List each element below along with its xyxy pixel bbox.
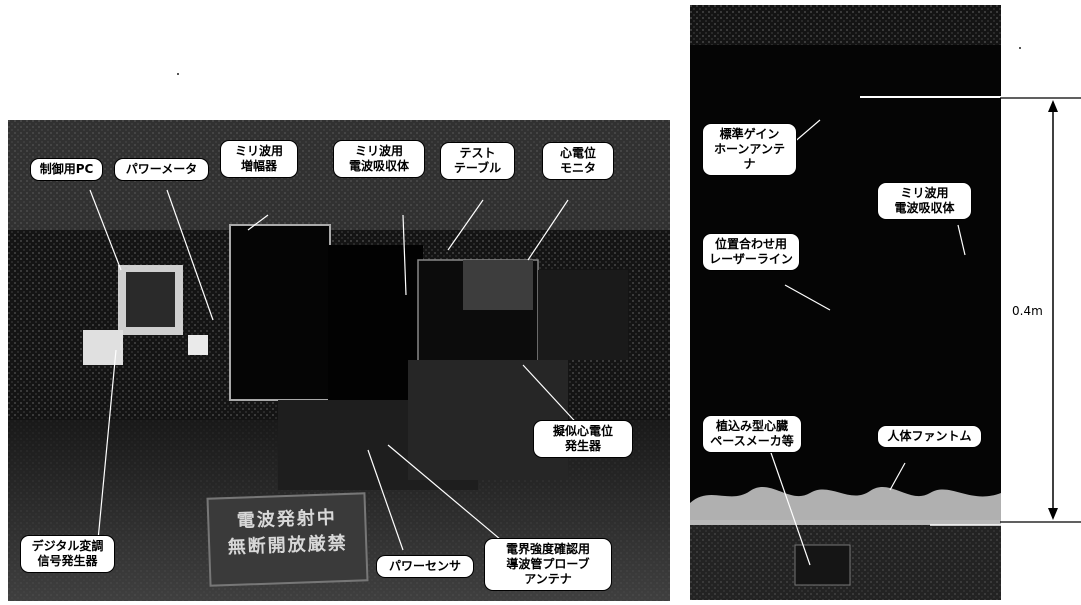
- phantom-setup-photo: 標準ゲイン ホーンアンテナ ミリ波用 電波吸収体 位置合わせ用 レーザーライン …: [690, 5, 1001, 600]
- phantom-setup-scene: [690, 5, 1001, 600]
- callout-standard-gain-horn-antenna: 標準ゲイン ホーンアンテナ: [702, 123, 797, 176]
- callout-waveguide-probe-antenna: 電界強度確認用 導波管プローブ アンテナ: [484, 538, 612, 591]
- callout-mmwave-amplifier: ミリ波用 増幅器: [220, 140, 298, 178]
- distance-dimension: [1000, 97, 1081, 523]
- callout-human-phantom: 人体ファントム: [877, 425, 982, 448]
- warning-sign: 電波発射中 無断開放厳禁: [206, 492, 369, 587]
- distance-label: 0.4m: [1012, 304, 1043, 318]
- stray-dot: [177, 73, 179, 75]
- callout-implanted-pacemaker: 植込み型心臓 ペースメーカ等: [702, 415, 802, 453]
- arrow-down-icon: [1048, 508, 1058, 520]
- arrow-up-icon: [1048, 100, 1058, 112]
- lab-setup-photo: 電波発射中 無断開放厳禁 制御用PC パワーメータ ミリ波用 増幅器 ミリ波用 …: [8, 120, 670, 601]
- callout-mmwave-absorber: ミリ波用 電波吸収体: [333, 140, 425, 178]
- callout-power-sensor: パワーセンサ: [376, 555, 474, 578]
- callout-pseudo-ecg-generator: 擬似心電位 発生器: [533, 420, 633, 458]
- callout-control-pc: 制御用PC: [30, 158, 103, 181]
- callout-digital-modulation-generator: デジタル変調 信号発生器: [20, 535, 115, 573]
- callout-laser-alignment-line: 位置合わせ用 レーザーライン: [702, 233, 800, 271]
- callout-ecg-monitor: 心電位 モニタ: [542, 142, 614, 180]
- callout-power-meter: パワーメータ: [114, 158, 209, 181]
- callout-test-table: テスト テーブル: [440, 142, 515, 180]
- stray-dot: [1019, 47, 1021, 49]
- callout-right-mmwave-absorber: ミリ波用 電波吸収体: [877, 182, 972, 220]
- sign-line-2: 無断開放厳禁: [227, 532, 349, 559]
